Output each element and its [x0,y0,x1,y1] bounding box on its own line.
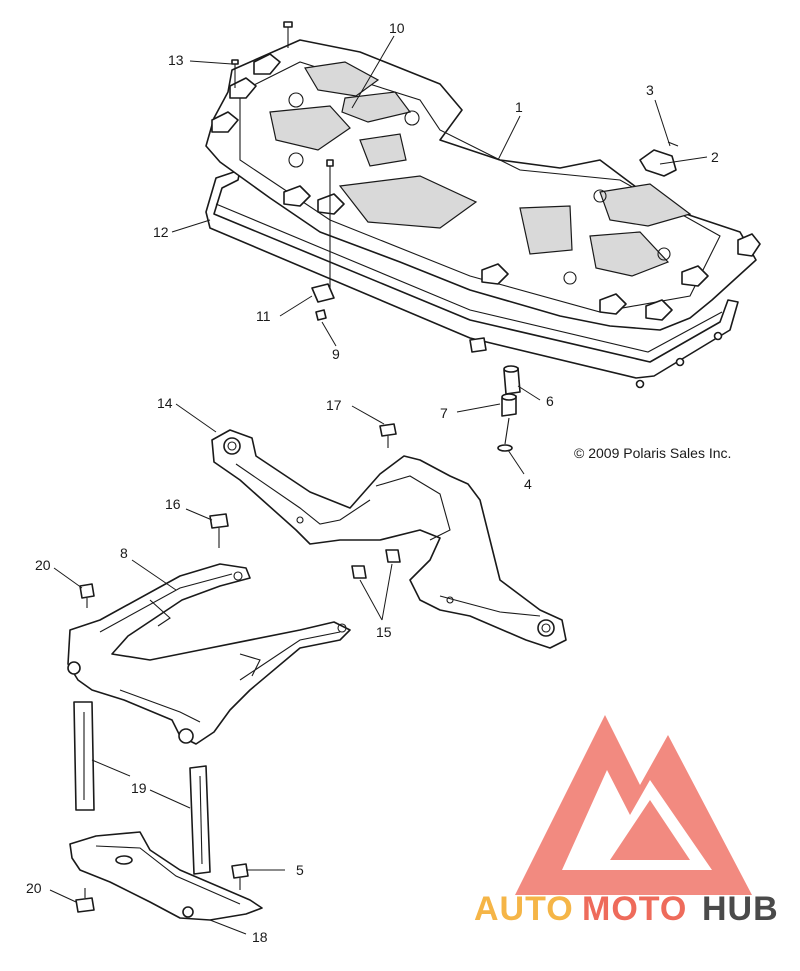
callout-labels: 1 2 3 4 5 6 7 8 9 10 11 12 13 14 15 16 1… [26,20,719,945]
rail-nuts [635,331,723,389]
part-19-rail-left [73,701,95,811]
callout-16: 16 [165,496,181,512]
callout-1: 1 [515,99,523,115]
part-8-frame [67,563,351,745]
part-17-bolt [379,423,397,448]
callout-4: 4 [524,476,532,492]
callout-17: 17 [326,397,342,413]
callout-7: 7 [440,405,448,421]
copyright-notice: © 2009 Polaris Sales Inc. [574,445,731,461]
part-20-bolt-top [79,583,95,608]
callout-19: 19 [131,780,147,796]
callout-20-bottom: 20 [26,880,42,896]
watermark-word-auto: AUTO [474,890,574,928]
part-top-screw [283,21,293,48]
watermark-word-moto: MOTO [582,890,687,928]
part-14-bracket [211,429,567,649]
callout-5: 5 [296,862,304,878]
callout-6: 6 [546,393,554,409]
part-13-screw [231,59,239,88]
callout-10: 10 [389,20,405,36]
leader-lines [49,35,708,935]
part-19-rail-right [189,765,211,875]
callout-14: 14 [157,395,173,411]
watermark-logo: AUTO MOTO HUB [474,715,779,928]
part-16-bolt [209,513,229,548]
callout-2: 2 [711,149,719,165]
rail-clip [469,337,487,353]
part-15-nut-b [385,549,401,563]
part-4-bolt [497,417,513,452]
part-10-screw [326,159,334,290]
part-9-nut [315,309,327,321]
callout-18: 18 [252,929,268,945]
part-15-nut-a [351,565,367,579]
callout-3: 3 [646,82,654,98]
part-7-spacer [501,393,517,417]
callout-15: 15 [376,624,392,640]
part-12-rack-rail [205,169,739,379]
watermark-word-hub: HUB [702,890,779,928]
part-11-clip [311,283,335,303]
callout-8: 8 [120,545,128,561]
callout-11: 11 [256,308,271,324]
part-18-skid-plate [69,831,263,921]
watermark-g-mark [610,800,690,860]
callout-9: 9 [332,346,340,362]
callout-13: 13 [168,52,184,68]
part-6-bushing [503,365,521,395]
callout-12: 12 [153,224,169,240]
callout-20-top: 20 [35,557,51,573]
part-5-bolt [231,863,249,890]
watermark-triangle [515,715,752,895]
part-1-cargo-rack [205,39,761,331]
part-2-latch [639,141,679,177]
part-20-bolt-bottom [75,888,95,913]
